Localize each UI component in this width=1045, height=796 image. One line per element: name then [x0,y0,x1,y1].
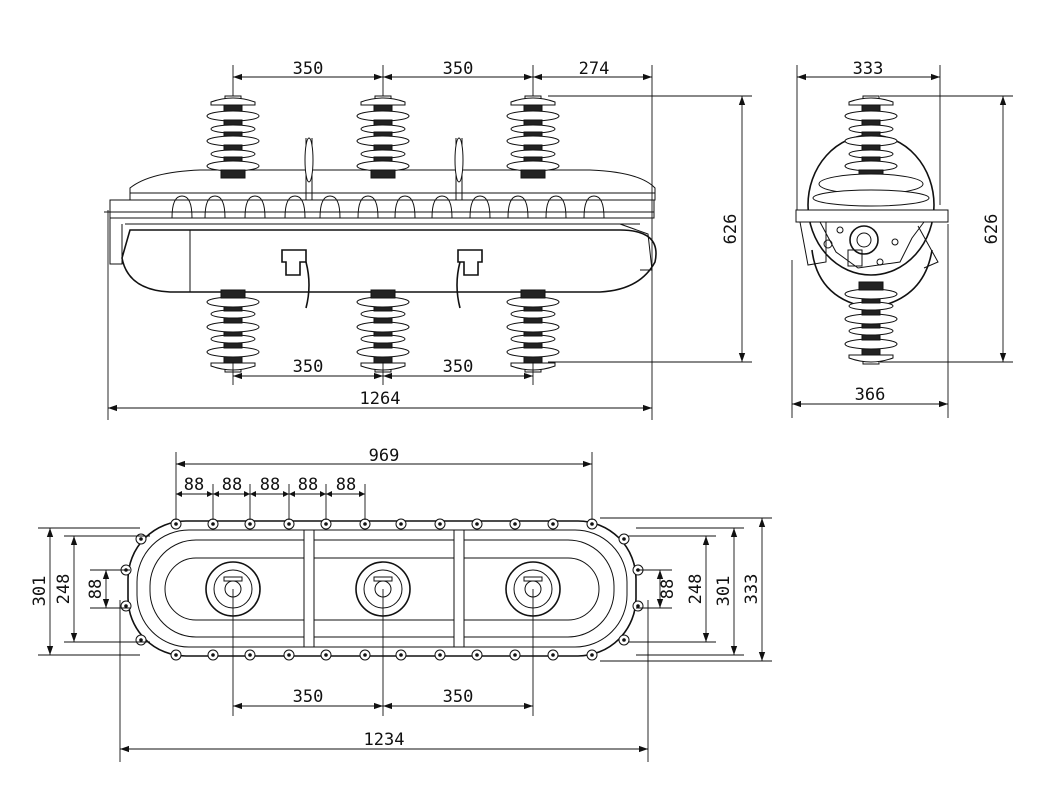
dim-top-pitch-4: 88 [298,475,318,495]
dim-top-phase-spacing-1: 350 [293,687,324,707]
side-mount-plate [795,209,949,223]
dim-top-left-outer: 301 [30,576,50,607]
front-handle-left [281,249,307,276]
top-bolt-dimensions: 969 88 88 88 88 88 [175,446,593,520]
top-right-dimensions: 88 248 301 333 [600,517,772,662]
side-top-insulator [844,95,898,179]
front-top-insulator-3 [506,95,560,179]
top-inner-oval [164,557,600,621]
top-view: 969 88 88 88 88 88 301 248 [30,446,772,762]
dim-top-pitch-2: 88 [222,475,242,495]
dim-top-bolt-span: 969 [369,446,400,466]
dim-top-right-inner: 248 [686,574,706,605]
dim-front-bottom-spacing-2: 350 [443,357,474,377]
front-top-insulator-1 [206,95,260,179]
front-left-bracket [109,212,123,265]
side-bottom-insulator [844,281,898,365]
front-top-dimensions: 350 350 274 [232,59,653,420]
dim-top-right-total: 333 [742,574,762,605]
dim-front-top-spacing-1: 350 [293,59,324,79]
top-bottom-dimensions: 350 350 1234 [119,589,649,762]
dim-top-right-outer: 301 [714,576,734,607]
front-overall-dimension: 1264 [107,210,652,420]
dim-top-left-inner: 248 [54,574,74,605]
dim-top-pitch-3: 88 [260,475,280,495]
front-bottom-insulator-2 [356,289,410,373]
dim-top-right-small: 88 [658,579,678,599]
top-left-dimensions: 301 248 88 [30,527,150,656]
dim-top-pitch-1: 88 [184,475,204,495]
front-top-insulator-2 [356,95,410,179]
front-flange-bolts [171,195,605,219]
dim-side-top-width: 333 [853,59,884,79]
front-handle-right [457,249,483,276]
top-outer-flange [127,520,637,657]
dim-front-height: 626 [721,214,741,245]
dim-side-height: 626 [982,214,1002,245]
front-bottom-dimensions: 350 350 [232,357,534,385]
dim-side-bottom-width: 366 [855,385,886,405]
dim-top-phase-spacing-2: 350 [443,687,474,707]
dim-top-overall-length: 1234 [364,730,405,750]
front-tank-body [121,229,657,293]
side-view: 333 626 366 [791,59,1013,418]
front-right-bracket [619,223,653,271]
front-bottom-insulator-1 [206,289,260,373]
dim-front-top-spacing-2: 350 [443,59,474,79]
dim-top-pitch-5: 88 [336,475,356,495]
dim-front-overall-length: 1264 [360,389,401,409]
front-height-dimension: 626 [548,95,752,363]
dim-front-bottom-spacing-1: 350 [293,357,324,377]
dim-front-top-right-offset: 274 [579,59,610,79]
front-view: 350 350 274 626 350 350 1264 [104,59,752,420]
dim-top-left-small: 88 [86,579,106,599]
front-bottom-insulator-3 [506,289,560,373]
